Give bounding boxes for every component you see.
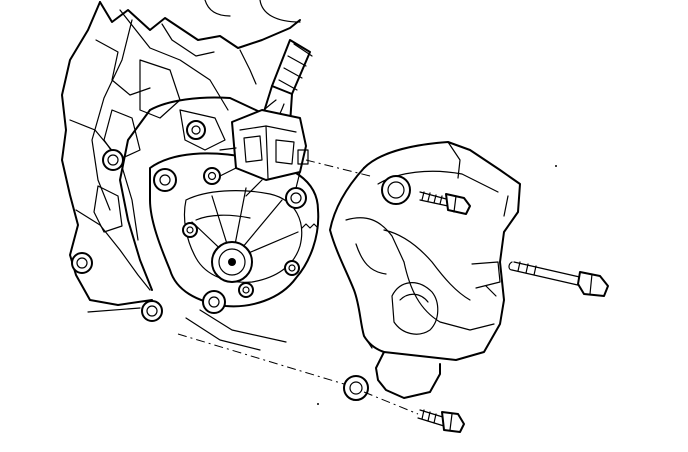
bolt-upper <box>419 191 471 215</box>
cover-plate <box>329 141 521 401</box>
alignment-lines <box>177 159 419 415</box>
bolt-lower <box>417 409 465 433</box>
bolt-long <box>508 261 609 297</box>
sensor-housing <box>149 152 320 314</box>
sensor-connector <box>219 39 313 197</box>
engine-case <box>61 0 301 351</box>
